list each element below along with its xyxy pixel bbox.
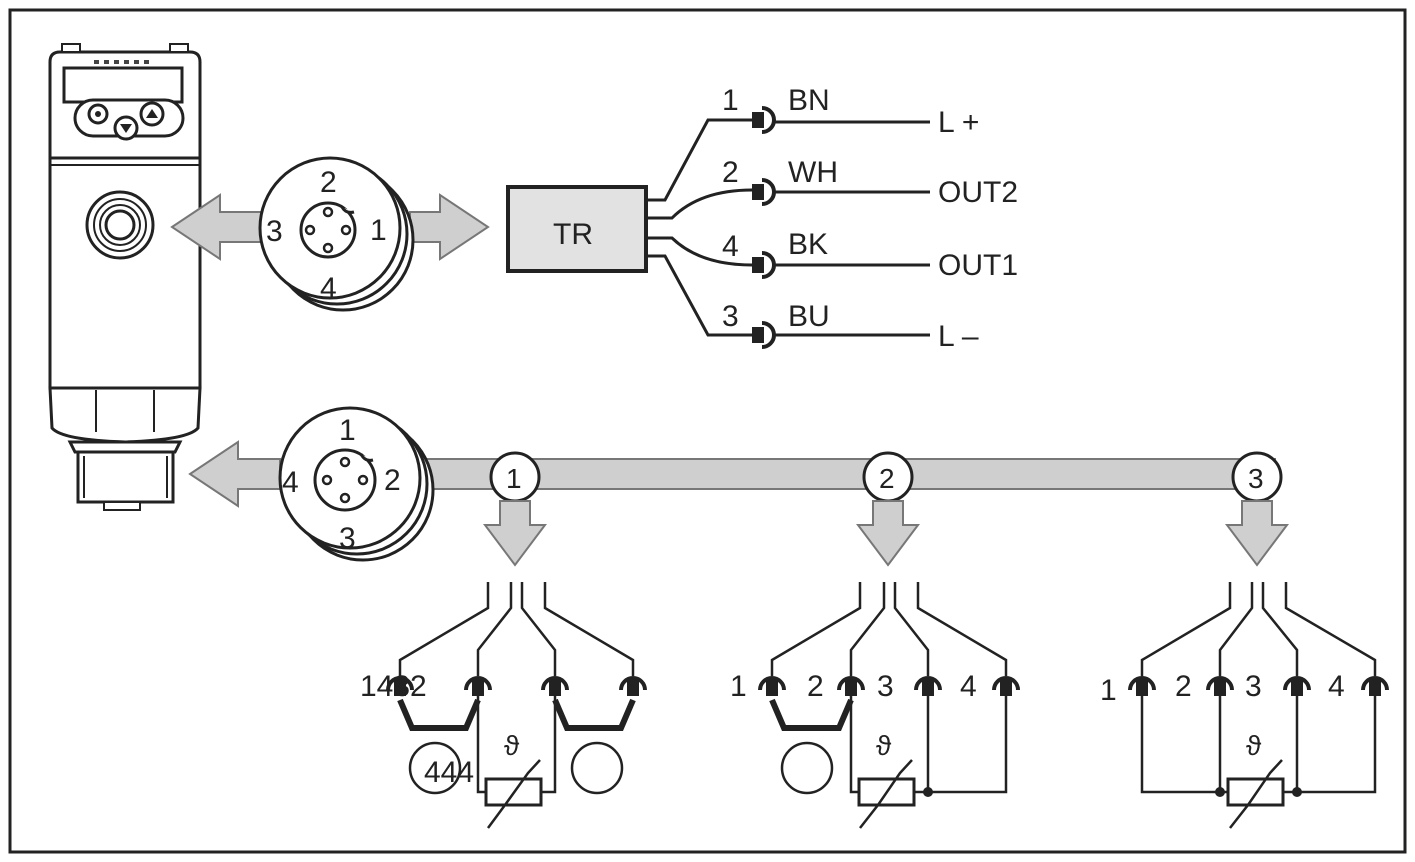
upper-pin-2-label: 2: [320, 166, 337, 199]
variant-1-circle-text: 444: [424, 756, 474, 789]
lower-pin-4-label: 4: [282, 466, 299, 499]
variant-3-wiring: 1 2 3 4 ϑ: [1100, 582, 1389, 829]
upper-pin-4-label: 4: [320, 272, 337, 305]
variant-3-pin-3: 3: [1245, 670, 1262, 703]
upper-pin-3-label: 3: [266, 215, 283, 248]
variant-2-sensor-symbol: ϑ: [876, 730, 892, 761]
svg-text:1: 1: [506, 463, 522, 494]
svg-text:2: 2: [879, 463, 895, 494]
variant-2-wiring: 1 2 3 4 ϑ: [730, 582, 1020, 829]
wire-3-color: BK: [788, 228, 828, 261]
diagram-frame: [8, 8, 1407, 854]
variant-1-circle-left: [408, 741, 462, 795]
wire-2-color: WH: [788, 156, 838, 189]
variant-1-pin-text: 1432: [360, 670, 427, 703]
wire-2-signal: OUT2: [938, 176, 1018, 209]
wire-3-signal: OUT1: [938, 249, 1018, 282]
variant-marker-2: 2: [856, 451, 920, 567]
wire-row-4: 3 BU L –: [722, 300, 979, 353]
upper-pin-1-label: 1: [370, 214, 387, 247]
svg-text:3: 3: [1248, 463, 1264, 494]
wire-4-pin: 3: [722, 300, 739, 333]
wire-2-pin: 2: [722, 156, 739, 189]
wire-1-signal: L +: [938, 106, 979, 139]
variant-2-pin-4: 4: [960, 670, 977, 703]
variant-2-pin-3: 3: [877, 670, 894, 703]
variant-1-sensor-symbol: ϑ: [504, 730, 520, 761]
upper-connector: 2 1 3 4: [258, 156, 415, 312]
transmitter-box: TR: [506, 185, 648, 273]
display-window: [62, 66, 184, 104]
device-connector-socket: [85, 190, 155, 260]
variant-3-pin-4: 4: [1328, 670, 1345, 703]
wire-row-2: 2 WH OUT2: [722, 156, 1018, 209]
wire-3-pin: 4: [722, 230, 739, 263]
wire-row-3: 4 BK OUT1: [722, 228, 1018, 282]
upper-arrow-right: [409, 193, 490, 261]
lower-pin-1-label: 1: [339, 414, 356, 447]
variant-2-pin-1: 1: [730, 670, 747, 703]
lower-arrow-left: [188, 440, 281, 508]
variant-marker-1: 1: [483, 451, 547, 567]
variant-marker-3: 3: [1225, 451, 1289, 567]
variant-2-circle: [780, 741, 834, 795]
wire-row-1: 1 BN L +: [722, 84, 979, 139]
pressure-sensor-device: [48, 43, 202, 511]
variant-3-sensor-symbol: ϑ: [1246, 730, 1262, 761]
variant-3-pin-2: 2: [1175, 670, 1192, 703]
transmitter-label: TR: [553, 218, 593, 251]
lower-pin-2-label: 2: [384, 464, 401, 497]
lower-pin-3-label: 3: [339, 522, 356, 555]
transmitter-wires: [646, 118, 753, 337]
wire-4-signal: L –: [938, 320, 979, 353]
wire-1-pin: 1: [722, 84, 739, 117]
variant-3-pin-1: 1: [1100, 674, 1117, 707]
lower-connector: 1 2 3 4: [278, 406, 435, 562]
variant-2-pin-2: 2: [807, 670, 824, 703]
wire-4-color: BU: [788, 300, 830, 333]
variant-1-wiring: 1432 ϑ 444: [360, 582, 647, 829]
wire-1-color: BN: [788, 84, 830, 117]
variant-1-circle-right: [570, 741, 624, 795]
